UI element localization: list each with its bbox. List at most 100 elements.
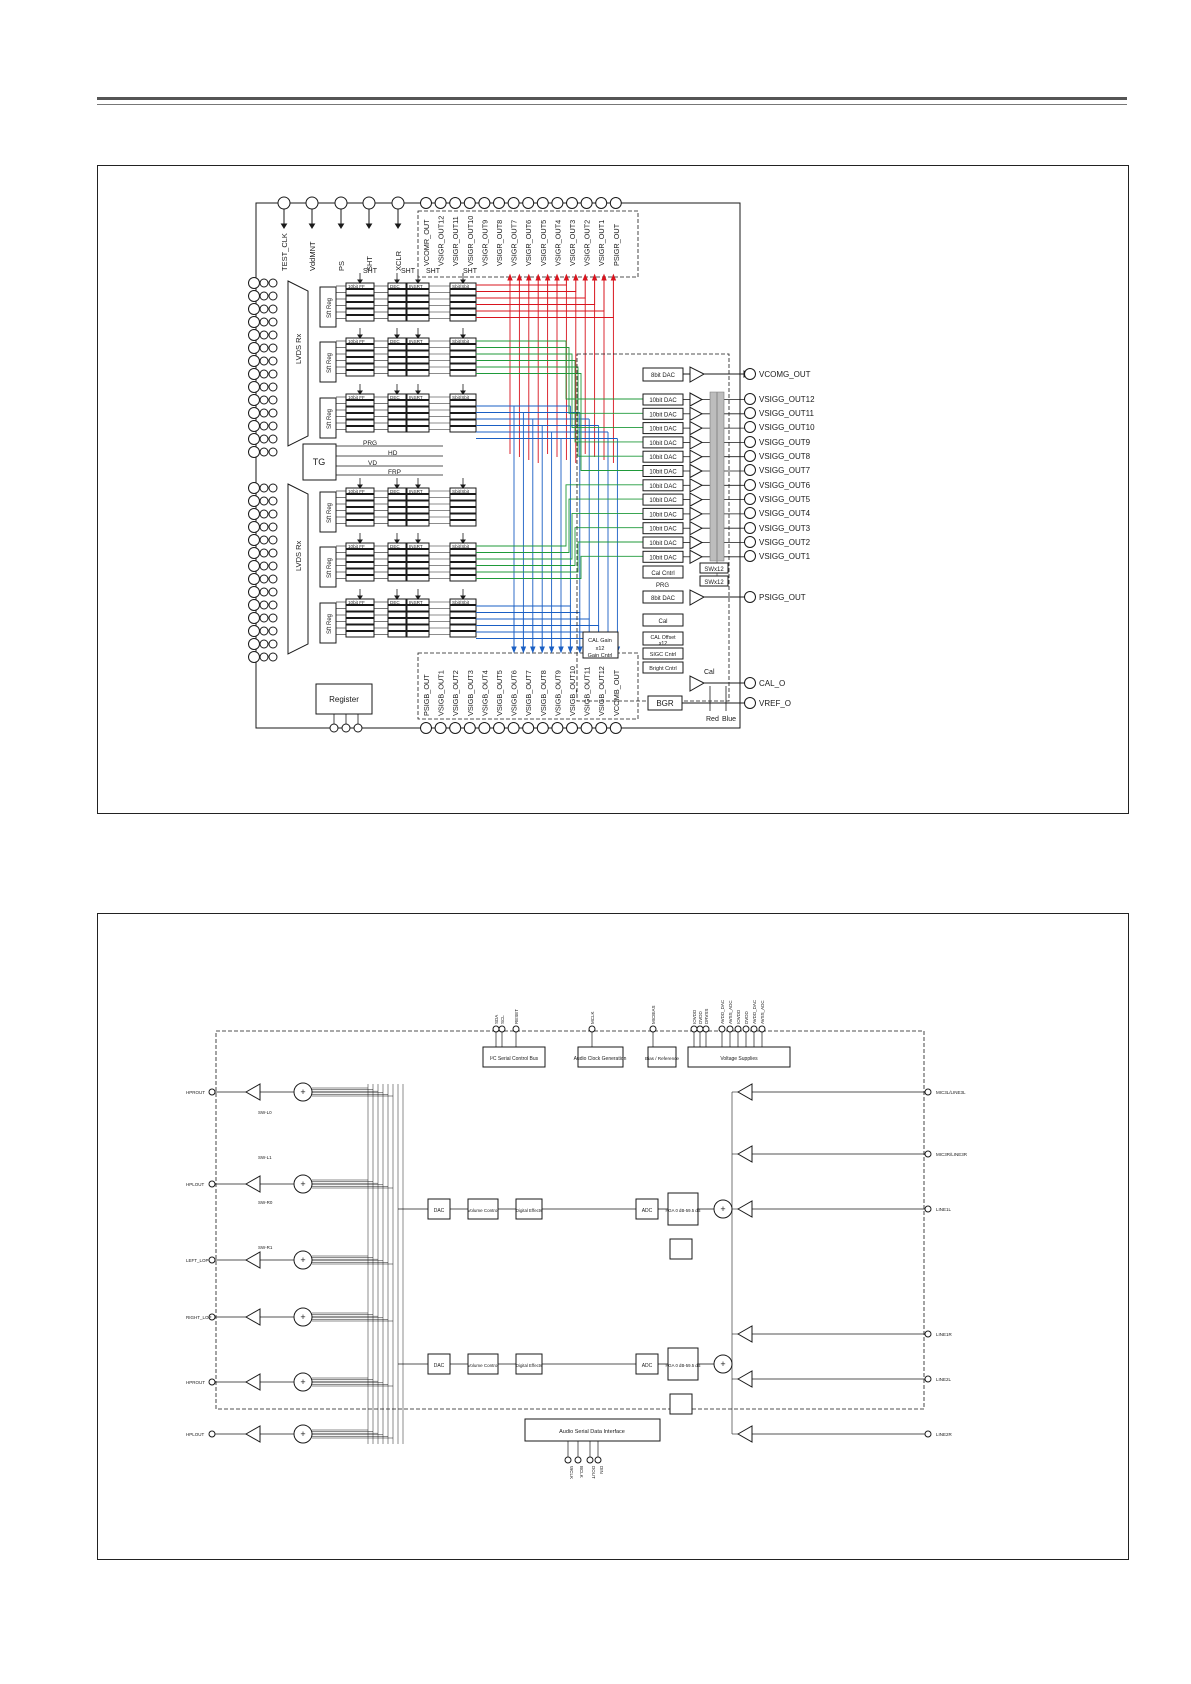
top-pin-label: TEST_CLK (280, 233, 289, 271)
sbit-cell (449, 624, 477, 631)
left-pin-label: HPLOUT (186, 1432, 205, 1437)
sbit-label: Sbit/Sbit (452, 395, 470, 400)
right-pin-label: LINE2L (936, 1377, 952, 1382)
top-pin-label: SHT (365, 256, 374, 271)
bias-ref-label: Bias / Reference (645, 1056, 679, 1061)
pin-circle (248, 547, 260, 559)
green-signal-wire (476, 360, 643, 443)
top-output-label: VSIGR_OUT4 (553, 220, 562, 266)
pin-circle (420, 722, 432, 734)
output-buffer (689, 392, 704, 407)
pin-circle (744, 368, 756, 380)
shift-register-label: Sft Reg (327, 558, 333, 578)
flipflop-cell (345, 562, 375, 569)
flipflop-label: 10bit FF (348, 339, 365, 344)
right-pin-label: LINE1R (936, 1332, 953, 1337)
tg-signal-label: VD (368, 460, 377, 467)
pin-circle (259, 434, 269, 444)
insert-label: INSRT (409, 544, 423, 549)
insert-cell (406, 357, 430, 364)
prg-label: PRG (656, 583, 669, 589)
decoder-cell (387, 295, 407, 302)
pin-circle (268, 330, 278, 340)
pin-circle (268, 483, 278, 493)
tg-label: TG (313, 457, 326, 467)
pin-circle (248, 638, 260, 650)
decoder-cell (387, 370, 407, 377)
adc-label: ADC (642, 1363, 653, 1369)
pin-circle (268, 574, 278, 584)
insert-cell (406, 419, 430, 426)
pin-circle (248, 612, 260, 624)
pin-circle (268, 652, 278, 662)
flipflop-cell (345, 605, 375, 612)
switch-label: SW-R0 (258, 1200, 273, 1205)
right-output-label: VSIGG_OUT5 (759, 495, 811, 504)
pin-circle (566, 722, 578, 734)
pin-circle (463, 722, 476, 734)
output-buffer (689, 535, 704, 550)
bottom-output-label: VSIGB_OUT9 (553, 670, 562, 716)
flipflop-label: 10bit FF (348, 284, 365, 289)
switch-label: SW-L1 (258, 1155, 272, 1160)
pin-circle (268, 343, 278, 353)
top-pin-label: SDA (494, 1015, 499, 1024)
output-buffer (689, 492, 704, 507)
output-driver (244, 1251, 261, 1269)
cal-offset-label: CAL Offset (650, 635, 676, 641)
pin-circle (744, 493, 756, 505)
bias-ref-block (647, 1046, 677, 1068)
shift-register-label: Sft Reg (327, 353, 333, 373)
top-pin-label: IOVDD (736, 1009, 741, 1024)
flipflop-label: 10bit FF (348, 395, 365, 400)
pin-circle (268, 278, 278, 288)
cal-amplifier (689, 675, 706, 692)
arrow-head (394, 223, 402, 229)
pin-circle (208, 1430, 216, 1438)
pin-circle (718, 1025, 726, 1033)
arrow-head (563, 273, 570, 281)
shift-register-label: Sft Reg (327, 298, 333, 318)
arrow-head (460, 334, 466, 339)
arrow-head (394, 595, 400, 600)
decoder-cell (387, 426, 407, 433)
right-output-label: CAL_O (759, 679, 785, 688)
sbit-cell (449, 562, 477, 569)
bright-control-block (642, 661, 684, 674)
arrow-head (577, 646, 583, 654)
green-signal-wire (476, 366, 643, 457)
sbit-cell (449, 575, 477, 582)
decoder-cell (387, 494, 407, 501)
pin-circle (248, 573, 260, 585)
red-signal-wire (476, 276, 511, 286)
flipflop-cell (345, 618, 375, 625)
pin-circle (268, 522, 278, 532)
dac-region (576, 353, 730, 702)
dac-10bit-label: 10bit DAC (649, 455, 677, 461)
dac-10bit-label: 10bit DAC (649, 441, 677, 447)
pin-circle (744, 464, 756, 476)
arrow-head (357, 484, 363, 489)
flipflop-cell (345, 302, 375, 309)
arrow-head (567, 646, 574, 654)
decoder-cell (387, 308, 407, 315)
bottom-pin-label: BCLK (579, 1466, 584, 1478)
decoder-label: DEC (390, 395, 400, 400)
input-buffer (736, 1325, 753, 1343)
arrow-head (415, 390, 421, 395)
switch-block-1 (699, 562, 729, 574)
pin-circle (248, 277, 260, 289)
arrow-head (610, 273, 617, 281)
pin-circle (259, 548, 269, 558)
flipflop-cell (345, 500, 375, 507)
top-pin-label: AVSS_ADC (760, 1000, 765, 1024)
dac-label: DAC (434, 1208, 445, 1214)
bottom-output-label: VSIGB_OUT1 (437, 670, 446, 716)
i2c-bus-label: I²C Serial Control Bus (490, 1056, 539, 1062)
flipflop-cell (345, 494, 375, 501)
pin-circle (268, 587, 278, 597)
flipflop-cell (345, 406, 375, 413)
bottom-output-label: VSIGB_OUT4 (480, 670, 489, 716)
sbit-cell (449, 500, 477, 507)
